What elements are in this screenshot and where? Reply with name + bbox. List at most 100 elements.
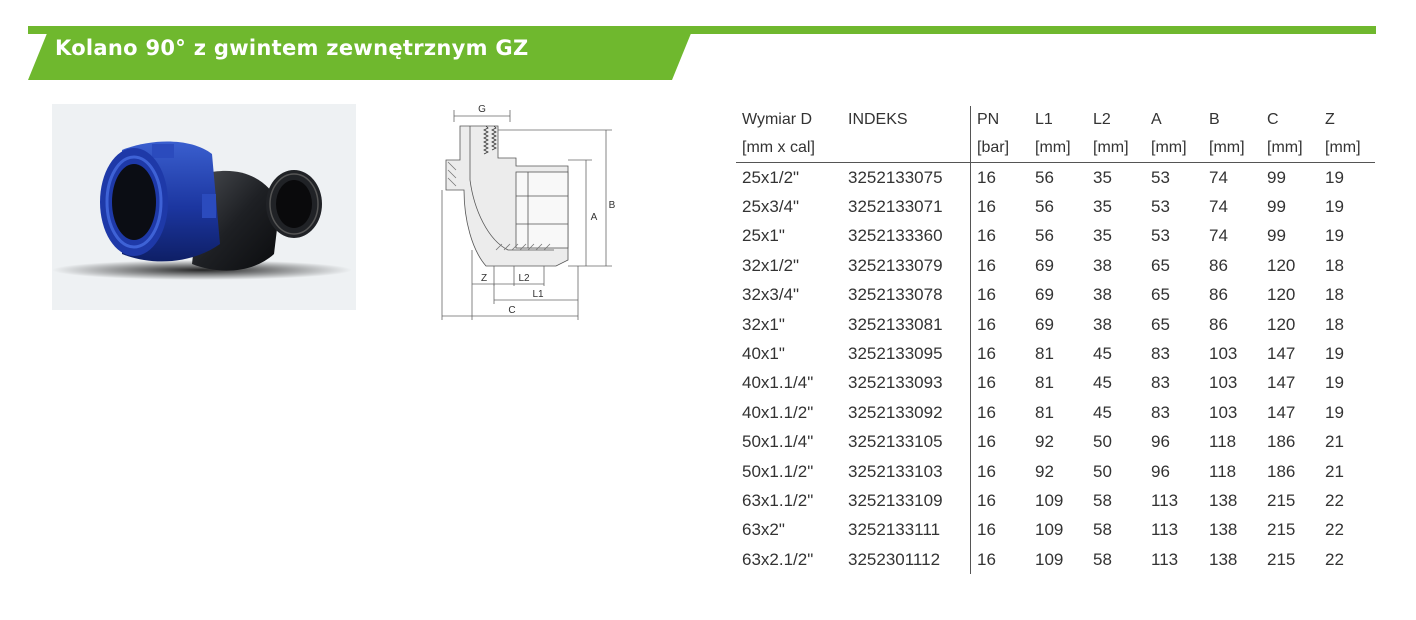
- cell-z: 19: [1325, 373, 1344, 393]
- cell-a: 113: [1151, 520, 1179, 540]
- cell-a: 65: [1151, 255, 1170, 275]
- cell-z: 19: [1325, 344, 1344, 364]
- cell-l2: 50: [1093, 461, 1112, 481]
- cell-a: 113: [1151, 490, 1179, 510]
- cell-index: 3252133071: [848, 197, 943, 217]
- technical-drawing: G A B Z L2 L1 C: [436, 100, 636, 330]
- cell-index: 3252133111: [848, 520, 941, 540]
- cell-l1: 56: [1035, 167, 1054, 187]
- cell-pn: 16: [970, 309, 1029, 340]
- col-header-z: Z: [1325, 111, 1335, 128]
- header-banner: [28, 26, 694, 80]
- cell-l1: 81: [1035, 344, 1054, 364]
- cell-pn: 16: [970, 162, 1029, 193]
- cell-z: 18: [1325, 314, 1344, 334]
- cell-z: 18: [1325, 285, 1344, 305]
- unit-pn: [bar]: [970, 134, 1029, 163]
- unit-b: [mm]: [1203, 134, 1261, 163]
- unit-a: [mm]: [1145, 134, 1203, 163]
- cell-z: 19: [1325, 402, 1344, 422]
- cell-c: 215: [1267, 549, 1296, 569]
- cell-pn: 16: [970, 280, 1029, 310]
- col-header-size: Wymiar D: [742, 111, 813, 128]
- col-header-pn: PN: [970, 106, 1029, 134]
- cell-z: 19: [1325, 167, 1344, 187]
- cell-l2: 50: [1093, 432, 1112, 452]
- cell-z: 22: [1325, 490, 1344, 510]
- unit-c: [mm]: [1261, 134, 1319, 163]
- cell-size: 63x2": [742, 520, 785, 540]
- dim-label-z: Z: [481, 273, 487, 284]
- cell-pn: 16: [970, 486, 1029, 516]
- cell-b: 103: [1209, 402, 1238, 422]
- cell-a: 53: [1151, 167, 1170, 187]
- cell-l2: 35: [1093, 167, 1112, 187]
- cell-l1: 109: [1035, 490, 1064, 510]
- cell-c: 215: [1267, 520, 1296, 540]
- col-header-c: C: [1267, 111, 1279, 128]
- cell-z: 22: [1325, 549, 1344, 569]
- cell-l2: 58: [1093, 520, 1112, 540]
- cell-index: 3252133109: [848, 490, 943, 510]
- cell-a: 53: [1151, 197, 1170, 217]
- cell-c: 186: [1267, 461, 1296, 481]
- cell-l2: 38: [1093, 255, 1112, 275]
- cell-l2: 45: [1093, 402, 1112, 422]
- cell-size: 40x1": [742, 344, 785, 364]
- cell-z: 21: [1325, 432, 1344, 452]
- cell-l2: 38: [1093, 314, 1112, 334]
- cell-pn: 16: [970, 339, 1029, 369]
- cell-b: 138: [1209, 520, 1238, 540]
- cell-c: 120: [1267, 255, 1296, 275]
- cell-index: 3252133103: [848, 461, 943, 481]
- cell-l1: 69: [1035, 255, 1054, 275]
- cell-a: 83: [1151, 402, 1170, 422]
- dim-label-b: B: [609, 200, 616, 211]
- cell-b: 138: [1209, 549, 1238, 569]
- cell-c: 120: [1267, 314, 1296, 334]
- cell-a: 53: [1151, 226, 1170, 246]
- cell-a: 96: [1151, 461, 1170, 481]
- cell-l1: 69: [1035, 314, 1054, 334]
- dim-label-g: G: [478, 104, 486, 115]
- cell-a: 83: [1151, 373, 1170, 393]
- cell-index: 3252133105: [848, 432, 943, 452]
- unit-l2: [mm]: [1087, 134, 1145, 163]
- cell-pn: 16: [970, 398, 1029, 428]
- cell-z: 18: [1325, 255, 1344, 275]
- spec-table: Wymiar D INDEKS PN L1 L2 A B C Z [mm x c…: [736, 106, 1375, 575]
- cell-index: 3252133075: [848, 167, 943, 187]
- header-accent-line: [28, 26, 1376, 34]
- units-row: [mm x cal] [bar] [mm] [mm] [mm] [mm] [mm…: [736, 134, 1375, 163]
- cell-a: 83: [1151, 344, 1170, 364]
- cell-pn: 16: [970, 515, 1029, 546]
- cell-b: 74: [1209, 167, 1228, 187]
- cell-a: 65: [1151, 285, 1170, 305]
- cell-b: 74: [1209, 197, 1228, 217]
- cell-l1: 109: [1035, 520, 1064, 540]
- cell-b: 118: [1209, 461, 1237, 481]
- cell-c: 99: [1267, 197, 1286, 217]
- cell-size: 25x1": [742, 226, 785, 246]
- cell-z: 21: [1325, 461, 1344, 481]
- cell-l1: 81: [1035, 402, 1054, 422]
- cell-c: 147: [1267, 373, 1296, 393]
- page-title: Kolano 90° z gwintem zewnętrznym GZ: [55, 36, 529, 60]
- cell-l2: 38: [1093, 285, 1112, 305]
- dim-label-l2: L2: [518, 273, 530, 284]
- cell-z: 19: [1325, 197, 1344, 217]
- cell-size: 32x3/4": [742, 285, 800, 305]
- cell-index: 3252133092: [848, 402, 943, 422]
- cell-c: 120: [1267, 285, 1296, 305]
- cell-l2: 45: [1093, 373, 1112, 393]
